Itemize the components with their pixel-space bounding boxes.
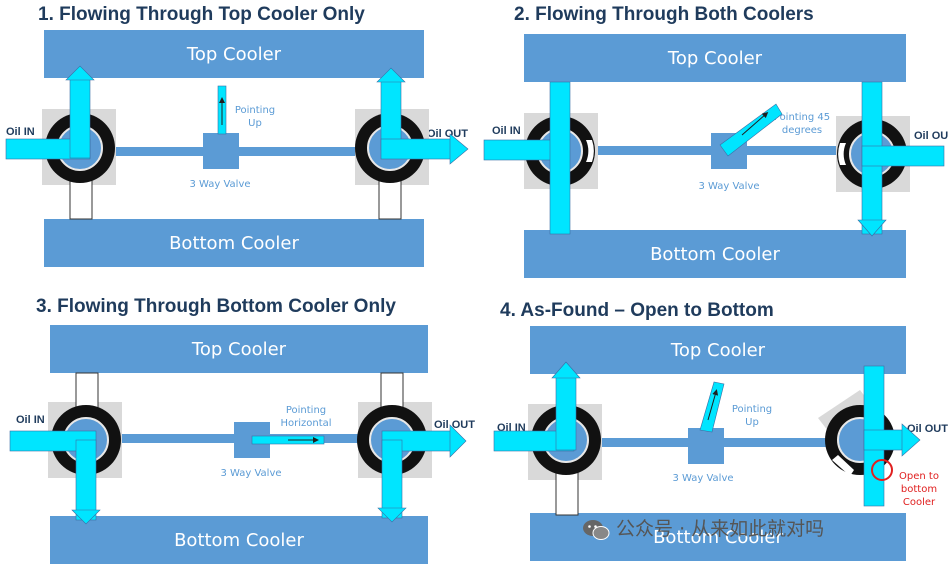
panel2-oil-in: Oil IN [492, 125, 521, 137]
panel2-oil-out: Oil OU [914, 130, 948, 142]
panel4-pointer-arrow [707, 389, 719, 421]
panel1-oil-in: Oil IN [6, 126, 35, 138]
panel2-flow-arrows [483, 81, 945, 237]
panel4-title: 4. As-Found – Open to Bottom [500, 300, 774, 321]
panel4-valve-label: 3 Way Valve [672, 473, 734, 484]
panel3-top-cooler: Top Cooler [50, 325, 428, 373]
panel1-valve [203, 133, 239, 169]
panel4-highlight-circle [871, 459, 893, 481]
panel2-top-cooler: Top Cooler [524, 34, 906, 82]
panel3-flow-arrows [9, 424, 467, 525]
panel3-title: 3. Flowing Through Bottom Cooler Only [36, 296, 396, 317]
panel4-pointer-label: Pointing Up [731, 404, 773, 428]
panel4-valve [688, 428, 724, 464]
panel1-top-cooler: Top Cooler [44, 30, 424, 78]
panel1-title: 1. Flowing Through Top Cooler Only [38, 4, 365, 25]
panel1-flow-arrows [5, 65, 469, 165]
panel2-title: 2. Flowing Through Both Coolers [514, 4, 814, 25]
panel1-bottom-cooler: Bottom Cooler [44, 219, 424, 267]
panel4-highlight-label: Open to bottom Cooler [899, 471, 939, 508]
panel1-pointer-label: Pointing Up [234, 105, 276, 129]
panel4-oil-out: Oil OUT [907, 423, 948, 435]
panel2-bottom-cooler: Bottom Cooler [524, 230, 906, 278]
panel3-pointer-label: Pointing Horizontal [280, 405, 332, 429]
watermark-text: 公众号 · 从来如此就对吗 [616, 518, 825, 540]
panel2-pointer-label: Pointing 45 degrees [773, 112, 831, 136]
panel1-main-pipe [80, 147, 410, 156]
panel4-main-pipe [565, 438, 895, 447]
watermark: 公众号 · 从来如此就对吗 [582, 514, 824, 541]
wechat-icon [582, 519, 610, 541]
panel3-bottom-cooler: Bottom Cooler [50, 516, 428, 564]
panel1-oil-out: Oil OUT [427, 128, 468, 140]
panel3-oil-in: Oil IN [16, 414, 45, 426]
panel2-valve-label: 3 Way Valve [698, 181, 760, 192]
panel3-valve-label: 3 Way Valve [220, 468, 282, 479]
panel1-valve-label: 3 Way Valve [189, 179, 251, 190]
panel4-top-cooler: Top Cooler [530, 326, 906, 374]
panel3-oil-out: Oil OUT [434, 419, 475, 431]
panel2-pointer-arrow [741, 112, 769, 136]
